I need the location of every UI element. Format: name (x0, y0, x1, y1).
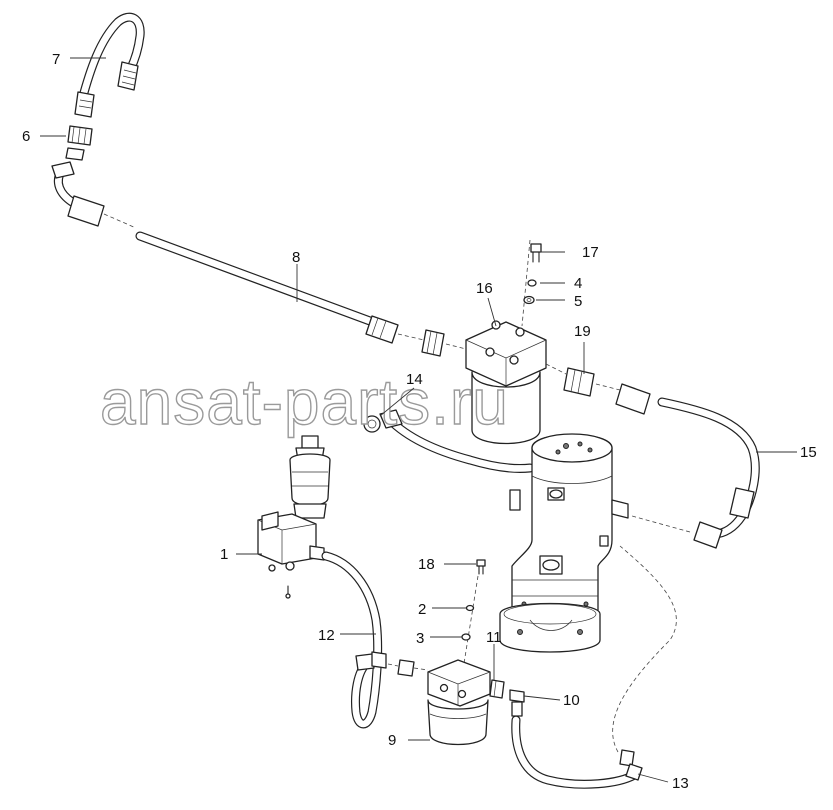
callout-6: 6 (22, 128, 30, 145)
callout-8: 8 (292, 249, 300, 266)
part-3-washer (461, 633, 471, 641)
callout-9: 9 (388, 732, 396, 749)
part-4-washer (527, 279, 537, 287)
part-9-filter (427, 659, 491, 746)
part-5-washer (523, 295, 535, 305)
callout-16: 16 (476, 280, 493, 297)
part-11-fitting (489, 679, 505, 699)
callout-15: 15 (800, 444, 817, 461)
part-1-valve (257, 435, 331, 599)
elbow-fitting (51, 161, 137, 229)
callout-11: 11 (486, 629, 502, 646)
callout-13: 13 (672, 775, 689, 792)
callout-19: 19 (574, 323, 591, 340)
callout-2: 2 (418, 601, 426, 618)
callout-17: 17 (582, 244, 599, 261)
callout-18: 18 (418, 556, 435, 573)
callout-1: 1 (220, 546, 228, 563)
leader-lines (40, 57, 797, 783)
part-18-bolt (461, 559, 486, 677)
part-17-bolt (530, 243, 542, 263)
part-14-hose (363, 409, 535, 473)
part-16-filter-head (465, 239, 547, 445)
part-6-fitting (65, 125, 93, 161)
part-10-elbow (509, 689, 525, 717)
callout-numbers: 7 6 8 16 17 4 5 19 14 15 1 18 2 3 12 11 … (22, 51, 817, 792)
part-7-hose (74, 12, 145, 118)
callout-5: 5 (574, 293, 582, 310)
watermark-text: ansat-parts.ru (100, 366, 509, 438)
pump-unit (499, 433, 629, 653)
callout-12: 12 (318, 627, 335, 644)
part-2-washer (465, 604, 475, 612)
part-12-hose (321, 551, 429, 729)
callout-7: 7 (52, 51, 60, 68)
callout-4: 4 (574, 275, 582, 292)
part-8-hose (135, 231, 471, 357)
callout-3: 3 (416, 630, 424, 647)
callout-10: 10 (563, 692, 580, 709)
part-13-hose (511, 545, 677, 789)
part-15-hose (615, 383, 760, 549)
part-19-fitting (545, 363, 621, 397)
callout-14: 14 (406, 371, 423, 388)
